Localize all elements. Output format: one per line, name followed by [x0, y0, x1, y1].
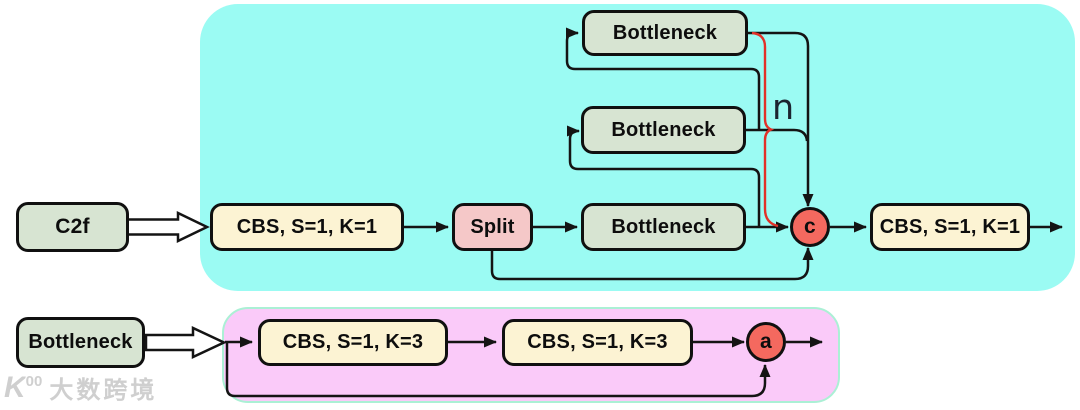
bottleneck-mid-label: Bottleneck [611, 118, 716, 141]
bottleneck-main-label: Bottleneck [611, 215, 716, 238]
cbs-k3-first-label: CBS, S=1, K=3 [282, 331, 424, 353]
cbs-input-box: CBS, S=1, K=1 [210, 203, 404, 251]
cbs-k3-second-box: CBS, S=1, K=3 [502, 319, 693, 366]
bottleneck-main-box: Bottleneck [581, 203, 746, 251]
wire-top-bottleneck-to-concat [748, 31, 814, 207]
cbs-k3-first-box: CBS, S=1, K=3 [258, 319, 448, 366]
cbs-input-label: CBS, S=1, K=1 [236, 215, 378, 238]
split-box: Split [452, 203, 533, 251]
cbs-k3-second-label: CBS, S=1, K=3 [527, 331, 668, 353]
bottleneck-expansion-arrow [144, 326, 227, 359]
bottleneck-top-label: Bottleneck [612, 21, 718, 44]
cbs-output-label: CBS, S=1, K=1 [879, 215, 1021, 238]
watermark-text: 大数跨境 [49, 377, 158, 404]
concat-label: c [804, 215, 816, 238]
add-node: a [746, 322, 786, 362]
watermark-logo: K00 [4, 370, 43, 404]
concat-node: c [790, 207, 830, 247]
wire-loop-to-mid-bottleneck [567, 125, 761, 227]
add-label: a [760, 330, 772, 353]
cbs-output-box: CBS, S=1, K=1 [870, 203, 1030, 251]
watermark: K00 大数跨境 [4, 370, 157, 405]
c2f-box: C2f [16, 202, 129, 252]
bottleneck-title-box: Bottleneck [16, 317, 145, 368]
c2f-label: C2f [55, 215, 90, 238]
split-label: Split [470, 215, 515, 238]
repeat-count-label: n [772, 88, 795, 128]
bottleneck-top-box: Bottleneck [582, 10, 748, 56]
wire-loop-to-top-bottleneck [565, 27, 761, 130]
bottleneck-title-label: Bottleneck [28, 331, 133, 353]
wire-mid-bottleneck-join [746, 128, 809, 142]
wire-split-bypass [490, 247, 814, 281]
c2f-expansion-arrow [125, 211, 210, 243]
wire-residual-bypass [225, 342, 771, 398]
bottleneck-mid-box: Bottleneck [581, 106, 746, 154]
repeat-brace [751, 31, 779, 228]
